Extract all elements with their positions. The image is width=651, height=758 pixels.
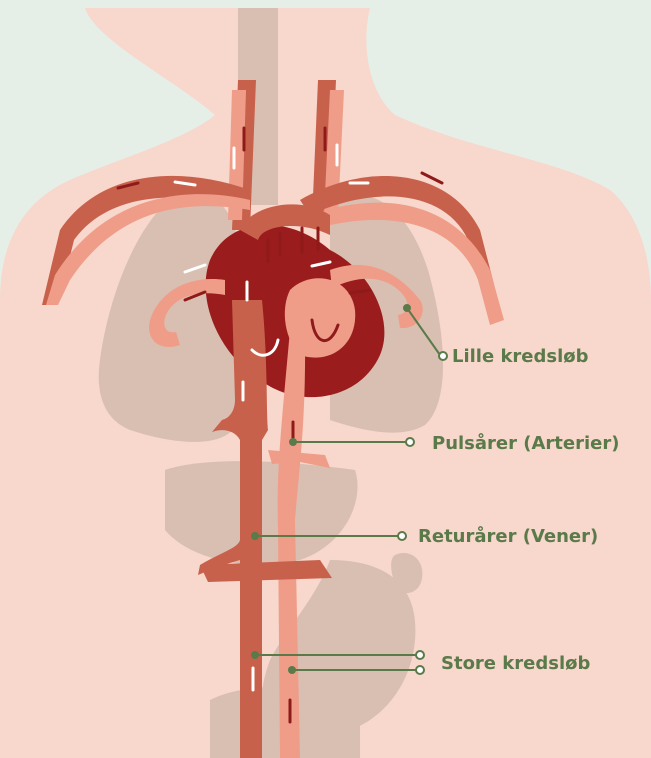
leader-dot	[289, 438, 297, 446]
label-lille-kredslob: Lille kredsløb	[452, 346, 589, 368]
leader-ring	[406, 438, 414, 446]
leader-ring	[416, 651, 424, 659]
leader-dot	[403, 304, 411, 312]
leader-dot	[288, 666, 296, 674]
label-pulsarer: Pulsårer (Arterier)	[432, 433, 619, 455]
leader-dot	[251, 532, 259, 540]
label-store-kredslob: Store kredsløb	[441, 653, 590, 675]
leader-ring	[398, 532, 406, 540]
leader-dot	[251, 651, 259, 659]
label-returarer: Returårer (Vener)	[418, 526, 598, 548]
leader-ring	[416, 666, 424, 674]
leader-ring	[439, 352, 447, 360]
